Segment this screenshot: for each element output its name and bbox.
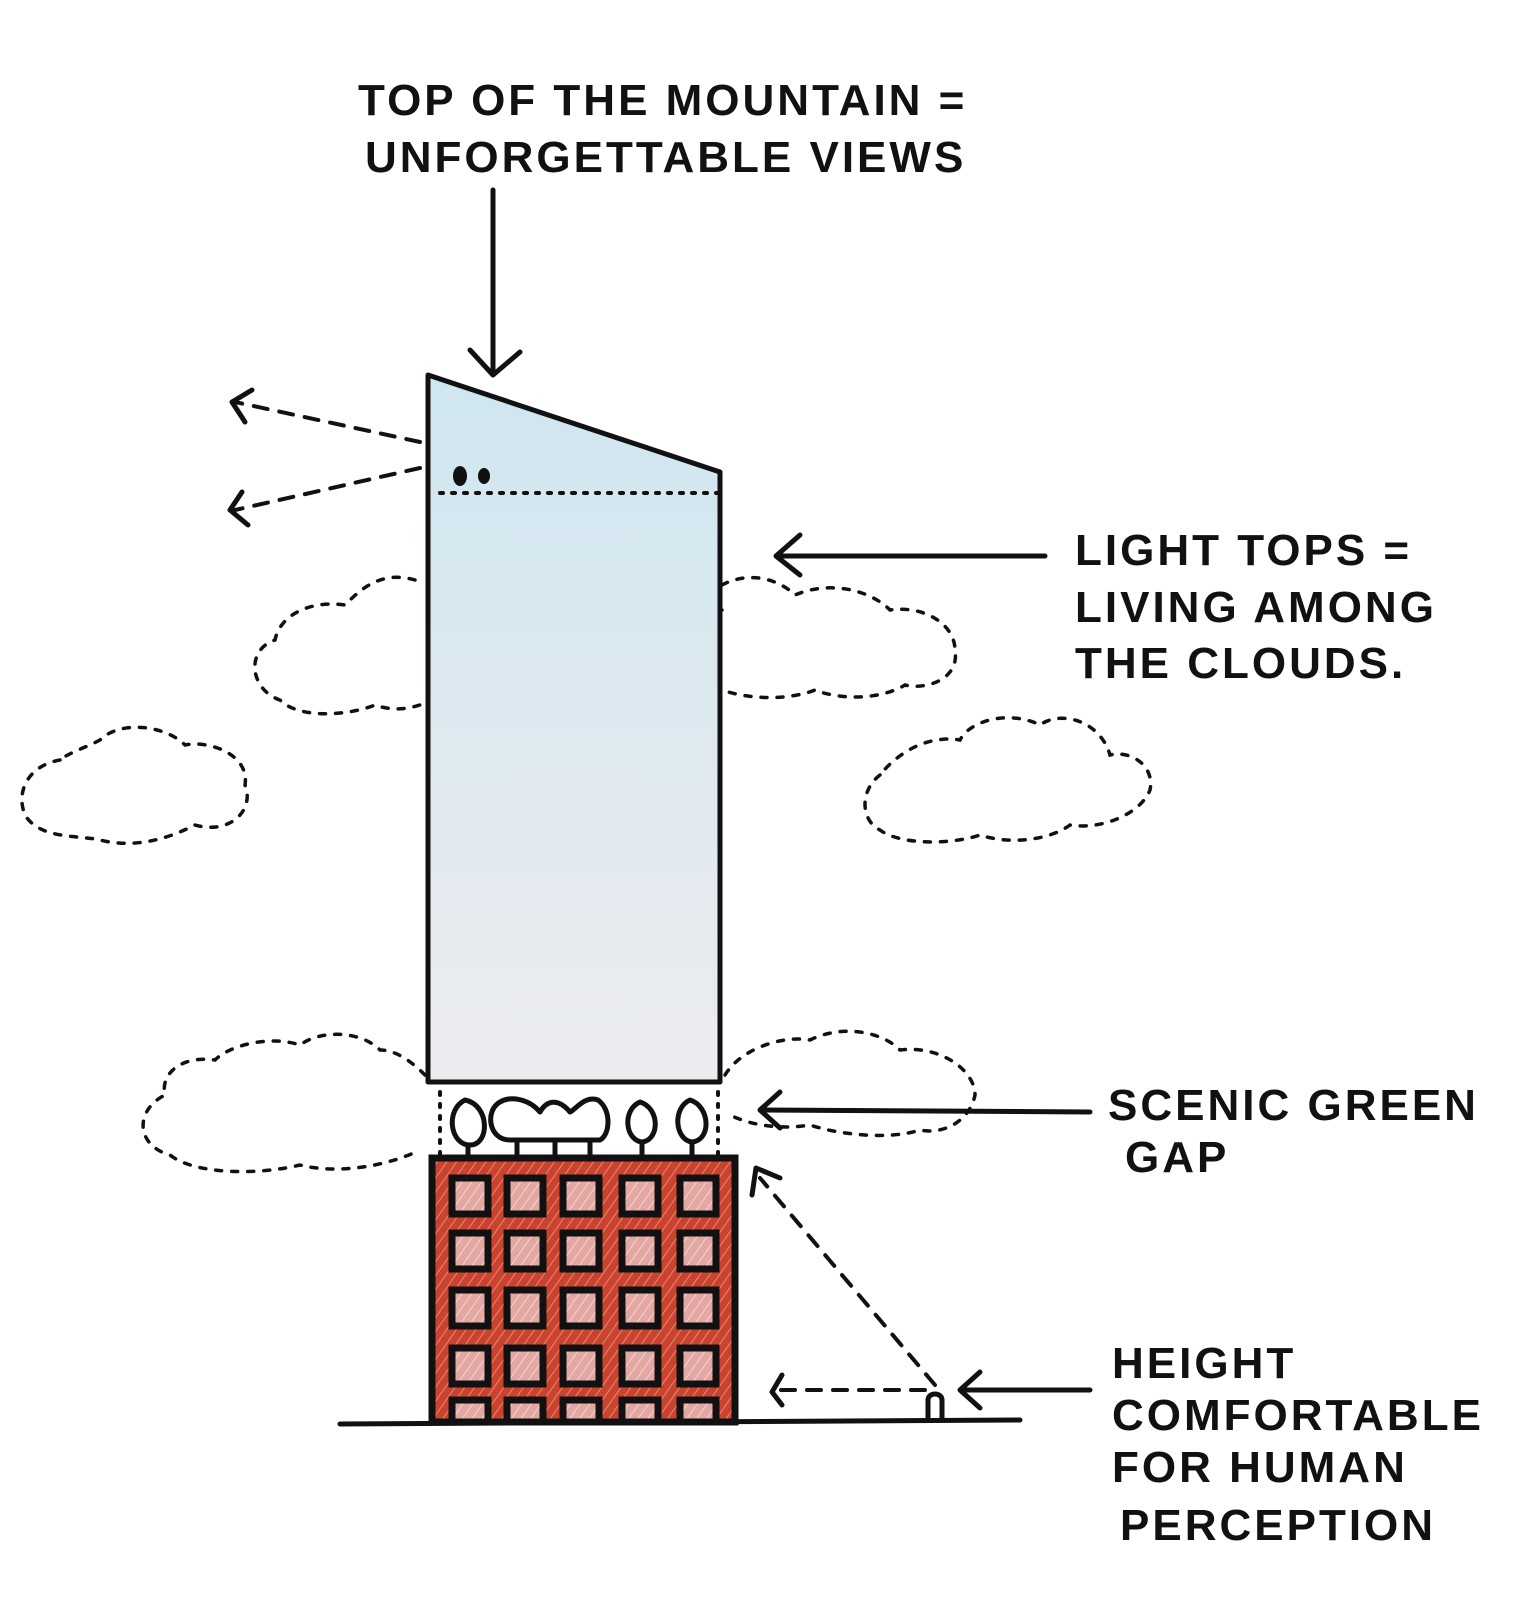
- arrowhead-down-icon: [467, 347, 523, 378]
- view-line-diagonal: [758, 1176, 937, 1387]
- window: [448, 1344, 492, 1388]
- cloud-left-middle: [20, 725, 249, 845]
- tower-body: [425, 372, 723, 1085]
- green-gap-arrow: [759, 1107, 1093, 1115]
- label-line: THE CLOUDS.: [1075, 639, 1406, 688]
- label-top-of-mountain: TOP OF THE MOUNTAIN = UNFORGETTABLE VIEW…: [358, 76, 967, 182]
- label-line: LIVING AMONG: [1075, 583, 1437, 632]
- podium-building: [428, 1154, 739, 1426]
- sight-line-lower: [233, 466, 422, 512]
- arrowhead-left-icon: [773, 532, 803, 578]
- clouds: [20, 575, 1153, 1174]
- window: [618, 1229, 662, 1273]
- label-line: TOP OF THE MOUNTAIN =: [358, 76, 967, 125]
- arrowhead-left-icon: [229, 387, 255, 425]
- label-line: UNFORGETTABLE VIEWS: [365, 133, 966, 182]
- window: [618, 1344, 662, 1388]
- person-icon: [925, 1391, 945, 1423]
- arrowhead-left-icon: [769, 1372, 785, 1408]
- sight-line-upper: [233, 400, 422, 444]
- window: [676, 1344, 720, 1388]
- label-line: LIGHT TOPS =: [1075, 526, 1412, 575]
- window: [448, 1396, 492, 1426]
- label-height: HEIGHT COMFORTABLE FOR HUMAN PERCEPTION: [1112, 1339, 1484, 1550]
- podium-windows: [448, 1174, 720, 1426]
- window: [676, 1229, 720, 1273]
- window: [503, 1344, 547, 1388]
- window: [559, 1396, 603, 1426]
- human-perception: [749, 1165, 945, 1423]
- cloud-left-upper: [253, 575, 422, 716]
- label-line: PERCEPTION: [1120, 1501, 1436, 1550]
- arrowhead-left-icon: [957, 1369, 983, 1411]
- arrowhead-left-icon: [757, 1089, 783, 1131]
- window: [448, 1229, 492, 1273]
- window: [559, 1174, 603, 1218]
- ground-line: [337, 1417, 1023, 1427]
- tower: [227, 372, 723, 1085]
- window: [618, 1174, 662, 1218]
- window: [559, 1229, 603, 1273]
- arrowhead-left-icon: [227, 489, 251, 528]
- window: [618, 1286, 662, 1330]
- green-gap: [438, 1090, 720, 1161]
- cloud-left-lower: [141, 1032, 427, 1174]
- window: [676, 1396, 720, 1426]
- window: [503, 1396, 547, 1426]
- tree-icon: [449, 1096, 709, 1161]
- cloud-right-lower: [723, 1029, 977, 1138]
- window: [503, 1286, 547, 1330]
- label-line: COMFORTABLE: [1112, 1391, 1484, 1440]
- callout-arrows: [467, 187, 1093, 1411]
- window: [559, 1286, 603, 1330]
- arrowhead-up-icon: [749, 1165, 783, 1198]
- window: [503, 1174, 547, 1218]
- label-line: GAP: [1125, 1133, 1229, 1182]
- label-light-tops: LIGHT TOPS = LIVING AMONG THE CLOUDS.: [1075, 526, 1437, 688]
- label-line: FOR HUMAN: [1112, 1443, 1408, 1492]
- window: [559, 1344, 603, 1388]
- window: [676, 1286, 720, 1330]
- cloud-right-middle: [863, 716, 1153, 844]
- window: [448, 1174, 492, 1218]
- label-line: SCENIC GREEN: [1108, 1081, 1479, 1130]
- window: [448, 1286, 492, 1330]
- window: [503, 1229, 547, 1273]
- window: [618, 1396, 662, 1426]
- person-eye-icon: [453, 466, 467, 486]
- label-line: HEIGHT: [1112, 1339, 1296, 1388]
- label-green-gap: SCENIC GREEN GAP: [1108, 1081, 1479, 1182]
- person-eye-icon: [478, 468, 490, 484]
- window: [676, 1174, 720, 1218]
